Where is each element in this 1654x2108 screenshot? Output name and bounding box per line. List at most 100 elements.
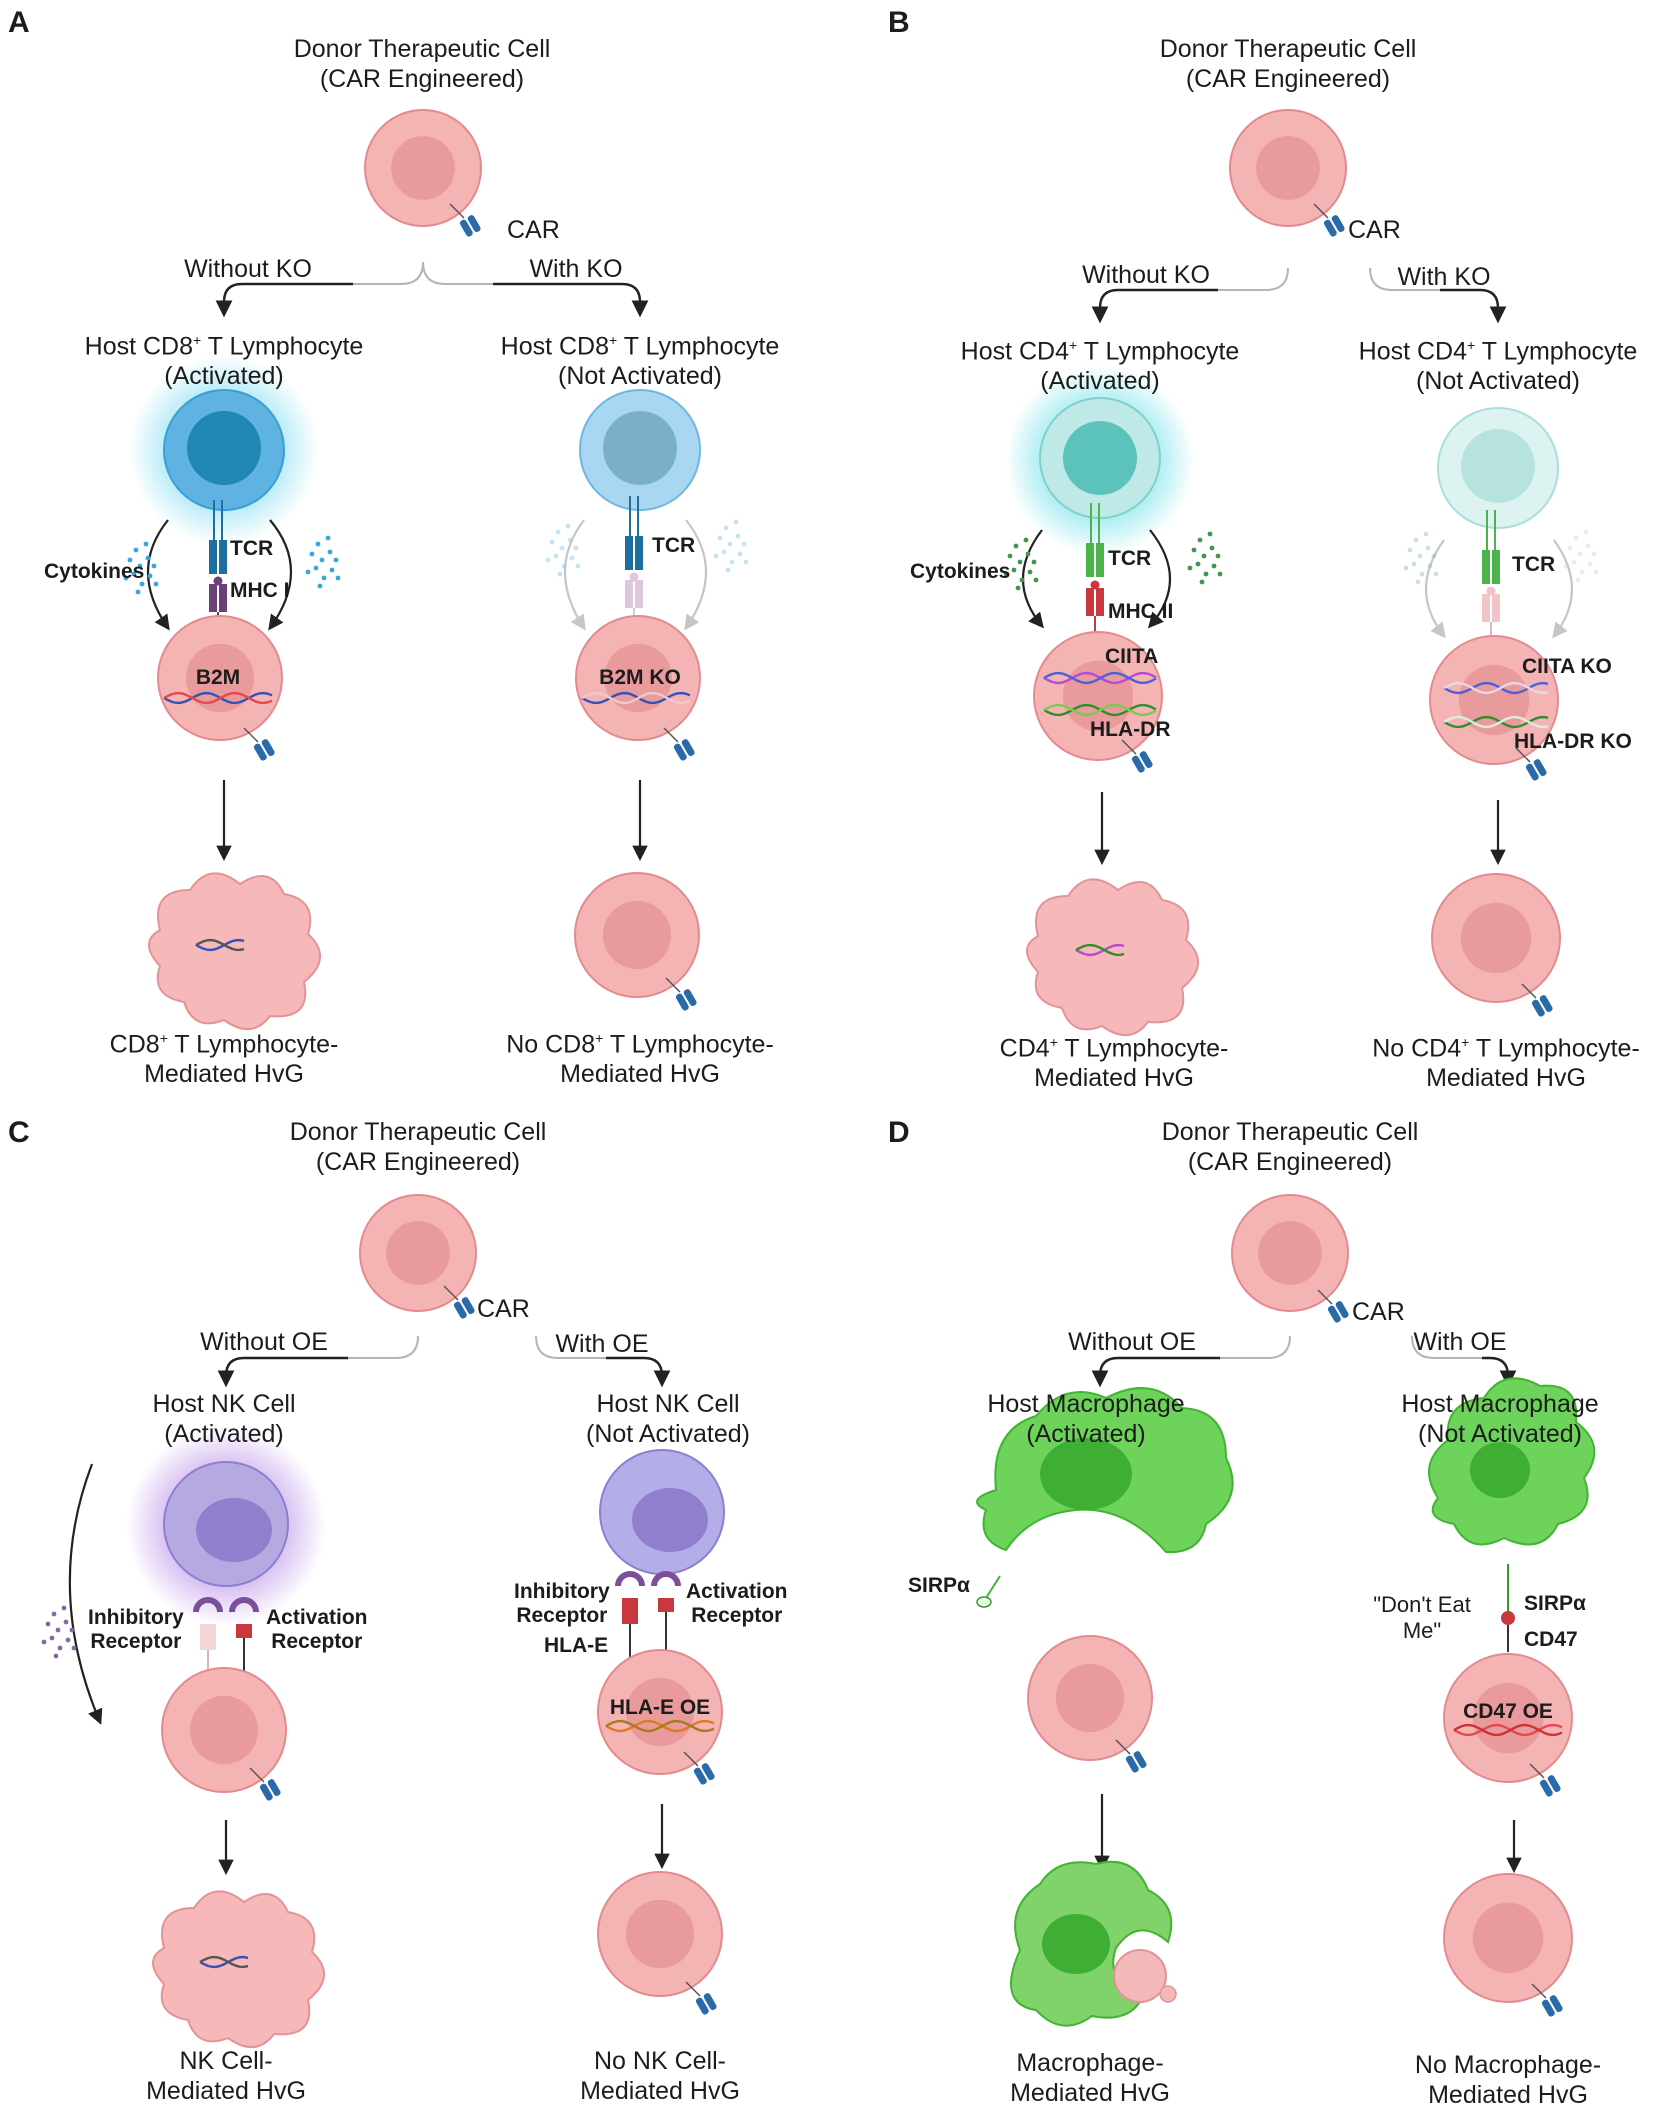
c-left-cytokines-dot-8 (41, 1639, 47, 1645)
d-car-label: CAR (1352, 1298, 1405, 1326)
b-right-outcome: No CD4+ T Lymphocyte-Mediated HvG (1372, 1034, 1640, 1093)
c-left-outcome: NK Cell-Mediated HvG (146, 2047, 306, 2105)
c-gene-right-label: HLA-E OE (609, 1696, 711, 1719)
b-right-survivor-car-right (1539, 995, 1553, 1013)
b-right-cytokines-l-dot-1 (1425, 545, 1431, 551)
b-right-mhc-faded-a (1482, 594, 1490, 622)
b-right-target-car-stem (1515, 747, 1531, 763)
d-with-label: With OE (1413, 1328, 1507, 1356)
d-sirpa-right-label: SIRPα (1524, 1592, 1586, 1615)
a-left-cytokines-r-dot-8 (305, 569, 311, 575)
b-left-cytokines-r-dot-1 (1209, 545, 1215, 551)
c-right-host-title: Host NK Cell(Not Activated) (586, 1390, 750, 1448)
d-right-macrophage-nucleus (1470, 1442, 1530, 1498)
b-left-lysed-dna-strand-1 (1075, 943, 1125, 957)
b-right-mhc-faded-peptide (1486, 586, 1496, 596)
a-right-cytokines-r-dot-5 (729, 559, 735, 565)
a-left-cytokine-arrow-l (146, 519, 170, 631)
a-left-cytokines-l-dot-10 (135, 589, 141, 595)
b-gene-right-label-1: CIITA KO (1522, 655, 1612, 678)
a-left-cytokines-l-dot-4 (127, 557, 133, 563)
a-right-cytokine-arrow-l (563, 519, 586, 631)
b-right-cytokines-r-dot-9 (1583, 529, 1589, 535)
b-left-target-car-left (1131, 755, 1145, 773)
d-right-survivor-car-stem (1531, 1983, 1547, 1999)
c-right-target-car-stem (683, 1751, 699, 1767)
d-left-engulfed-cell (1113, 1949, 1167, 2003)
a-left-cytokines-l-dot-2 (131, 571, 137, 577)
b-right-cytokines-l-dot-10 (1415, 579, 1421, 585)
a-right-cytokines-l (545, 523, 581, 577)
c-right-survivor-nucleus (625, 1899, 695, 1969)
c-with-label: With OE (555, 1330, 649, 1358)
b-right-tcr-chain-a (1482, 550, 1490, 584)
a-right-survivor-car-stem (665, 977, 681, 993)
c-left-cytokines-dot-3 (65, 1637, 71, 1643)
b-right-cytokines-l-dot-11 (1433, 571, 1439, 577)
panel-letter-a: A (8, 6, 30, 39)
a-left-tcr-chain-b (219, 540, 227, 574)
b-without-label: Without KO (1082, 261, 1210, 289)
b-left-cytokines-l-dot-6 (1013, 543, 1019, 549)
b-right-target-car-left (1525, 763, 1539, 781)
d-left-fragment (1159, 1985, 1177, 2003)
a-gene-right-label: B2M KO (599, 666, 681, 689)
d-gene-right-label: CD47 OE (1463, 1700, 1553, 1723)
b-left-cytokine-arrow-r (1147, 529, 1171, 629)
panel-letter-c: C (8, 1116, 30, 1149)
a-right-target-nucleus (603, 643, 673, 713)
d-right-host-title: Host Macrophage(Not Activated) (1401, 1390, 1599, 1448)
a-without-label: Without KO (184, 255, 312, 283)
b-branch-right-arrow (1440, 288, 1507, 324)
c-donor-title: Donor Therapeutic Cell(CAR Engineered) (289, 1118, 547, 1176)
c-left-cytokines-dot-2 (49, 1635, 55, 1641)
b-gene-left-label-2: HLA-DR (1090, 718, 1171, 741)
a-right-cytokines-l-dot-5 (561, 563, 567, 569)
a-right-cytokines-l-dot-8 (545, 557, 551, 563)
d-right-dna (1453, 1723, 1563, 1737)
c-left-target-car-left (259, 1783, 273, 1801)
a-left-cytokines-r-dot-9 (325, 535, 331, 541)
b-right-dna-hladr-strand-2 (1443, 715, 1549, 729)
a-left-cytokines-r-dot-10 (317, 583, 323, 589)
d-donor-cell-nucleus (1258, 1221, 1322, 1285)
d-left-sirpa-tip (976, 1596, 992, 1608)
a-left-target-car-stem (243, 727, 259, 743)
d-left-eating-nucleus (1042, 1914, 1110, 1974)
c-left-target-nucleus (189, 1695, 259, 1765)
b-cytokines-label: Cytokines (910, 560, 1011, 583)
d-left-target-car-right (1133, 1751, 1147, 1769)
b-right-cytokines-l (1403, 531, 1439, 585)
c-left-cytokines-dot-11 (71, 1645, 77, 1651)
c-right-inhibitory-receptor (615, 1571, 645, 1587)
b-left-cytokines-r-dot-9 (1207, 531, 1213, 537)
panel-letter-d: D (888, 1116, 910, 1149)
a-right-survivor-car-left (675, 993, 689, 1011)
a-right-dna-strand-2 (581, 691, 691, 705)
a-left-cytokines-r-dot-11 (335, 575, 341, 581)
c-donor-cell-nucleus (386, 1221, 450, 1285)
panel-letter-b: B (888, 6, 910, 39)
b-left-cytokines-l-dot-11 (1033, 577, 1039, 583)
a-gene-left-label: B2M (195, 666, 241, 689)
b-right-cytokines-l-dot-9 (1423, 531, 1429, 537)
b-left-dna-hladr-strand-2 (1043, 703, 1157, 717)
a-right-cytokines-r-dot-3 (737, 551, 743, 557)
b-right-host-title: Host CD4+ T Lymphocyte(Not Activated) (1358, 337, 1638, 396)
b-right-cytokines-r-dot-3 (1587, 561, 1593, 567)
b-right-cytokines-r-dot-11 (1593, 569, 1599, 575)
c-left-cytokines-dot-6 (51, 1611, 57, 1617)
a-right-cytokines-l-dot-4 (549, 539, 555, 545)
a-right-tcr-chain-b (635, 536, 643, 570)
b-mhc-label: MHC II (1108, 600, 1174, 623)
c-left-activation-ligand (236, 1624, 252, 1638)
a-right-cytokine-arrow-r (684, 519, 708, 631)
b-car-label: CAR (1348, 216, 1401, 244)
b-right-survivor-nucleus (1460, 902, 1532, 974)
b-right-dna-hladr (1443, 715, 1549, 729)
b-right-cytokines-l-dot-7 (1431, 553, 1437, 559)
b-left-lysed-dna (1075, 943, 1125, 957)
